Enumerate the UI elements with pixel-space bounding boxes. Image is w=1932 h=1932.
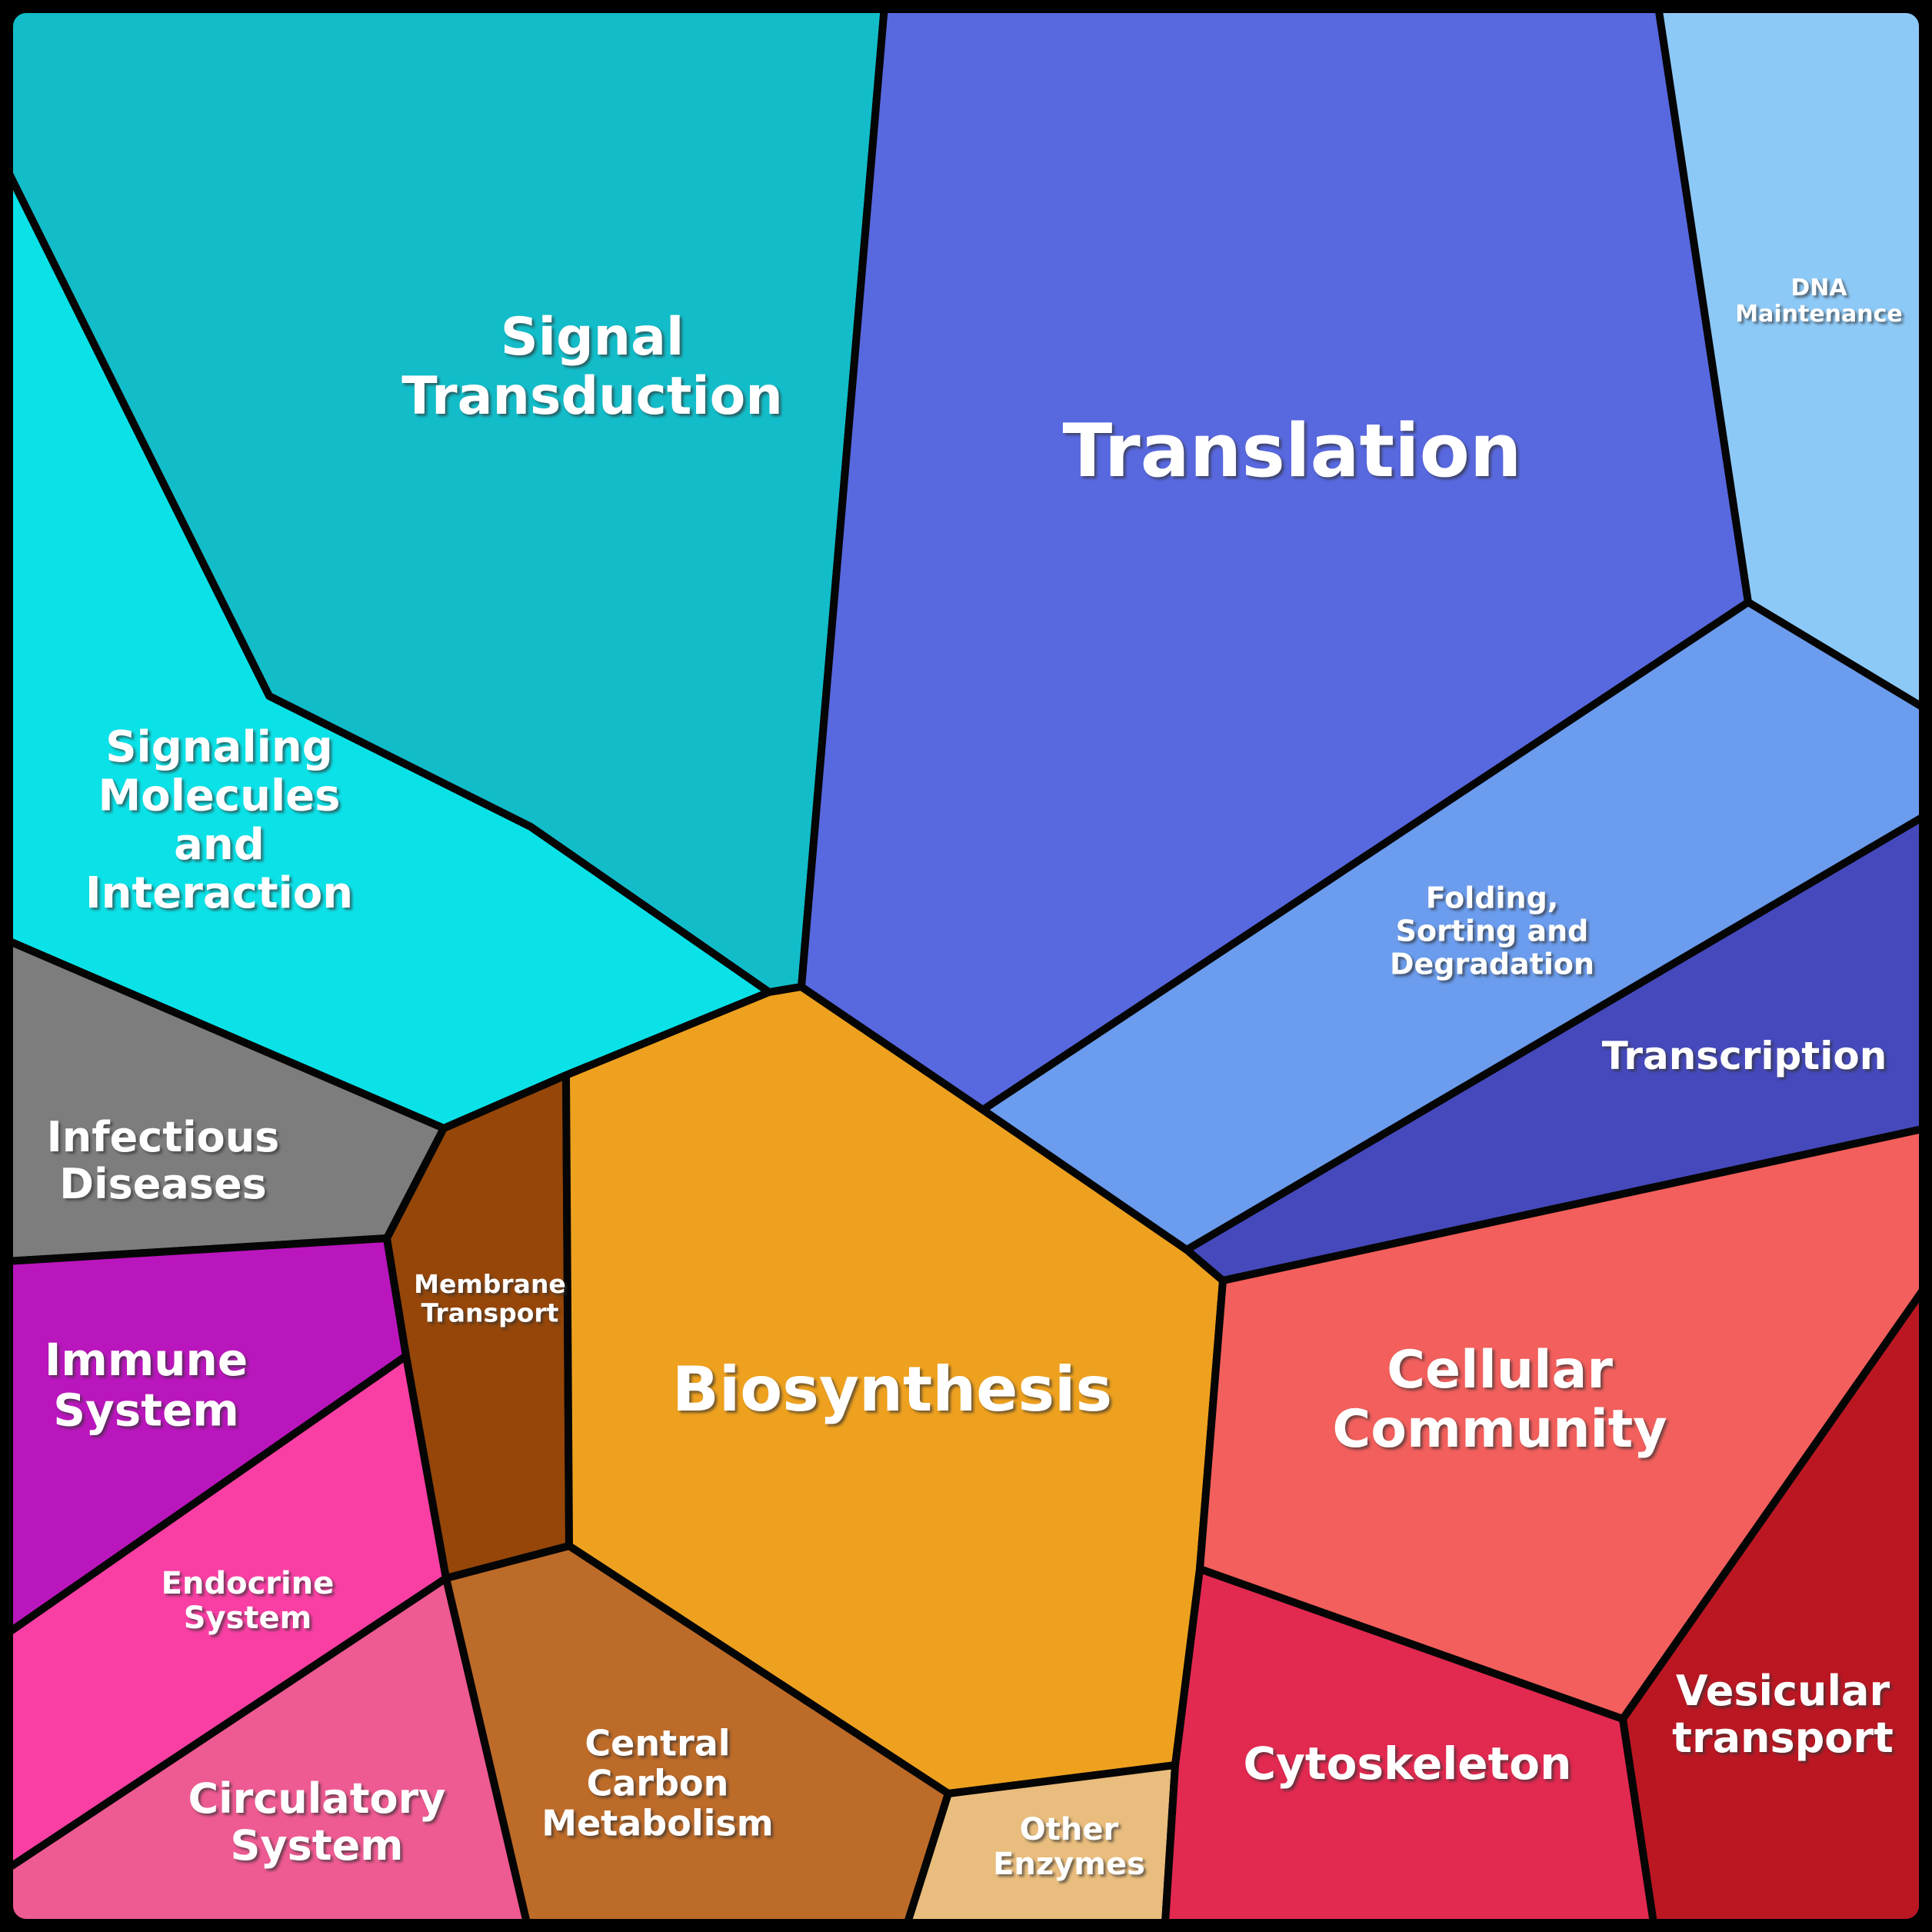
treemap-figure: SignalTransductionSignalingMoleculesandI… xyxy=(6,6,1926,1923)
voronoi-treemap: SignalTransductionSignalingMoleculesandI… xyxy=(6,6,1926,1923)
